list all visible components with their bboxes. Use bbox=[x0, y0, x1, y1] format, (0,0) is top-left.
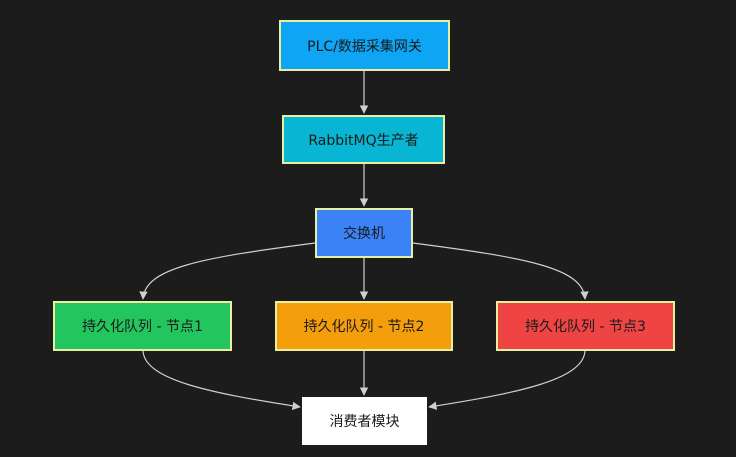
node-label: 持久化队列 - 节点3 bbox=[525, 319, 646, 335]
node-exchange: 交换机 bbox=[315, 208, 413, 258]
node-label: 消费者模块 bbox=[329, 414, 400, 430]
node-label: PLC/数据采集网关 bbox=[307, 38, 422, 55]
node-label: RabbitMQ生产者 bbox=[308, 132, 419, 149]
node-plc-gateway: PLC/数据采集网关 bbox=[279, 20, 450, 71]
node-rabbitmq-producer: RabbitMQ生产者 bbox=[282, 115, 445, 164]
node-durable-queue-3: 持久化队列 - 节点3 bbox=[496, 301, 675, 351]
node-label: 交换机 bbox=[343, 226, 385, 242]
node-label: 持久化队列 - 节点2 bbox=[303, 319, 425, 335]
edge-exchange-queue3 bbox=[412, 242, 589, 300]
node-consumer-module: 消费者模块 bbox=[302, 397, 427, 445]
edge-queue3-consumer bbox=[428, 350, 586, 410]
node-durable-queue-1: 持久化队列 - 节点1 bbox=[53, 301, 232, 351]
edge-queue1-consumer bbox=[142, 350, 301, 410]
edge-exchange-queue1 bbox=[139, 242, 316, 300]
node-label: 持久化队列 - 节点1 bbox=[82, 319, 203, 335]
node-durable-queue-2: 持久化队列 - 节点2 bbox=[275, 301, 453, 351]
